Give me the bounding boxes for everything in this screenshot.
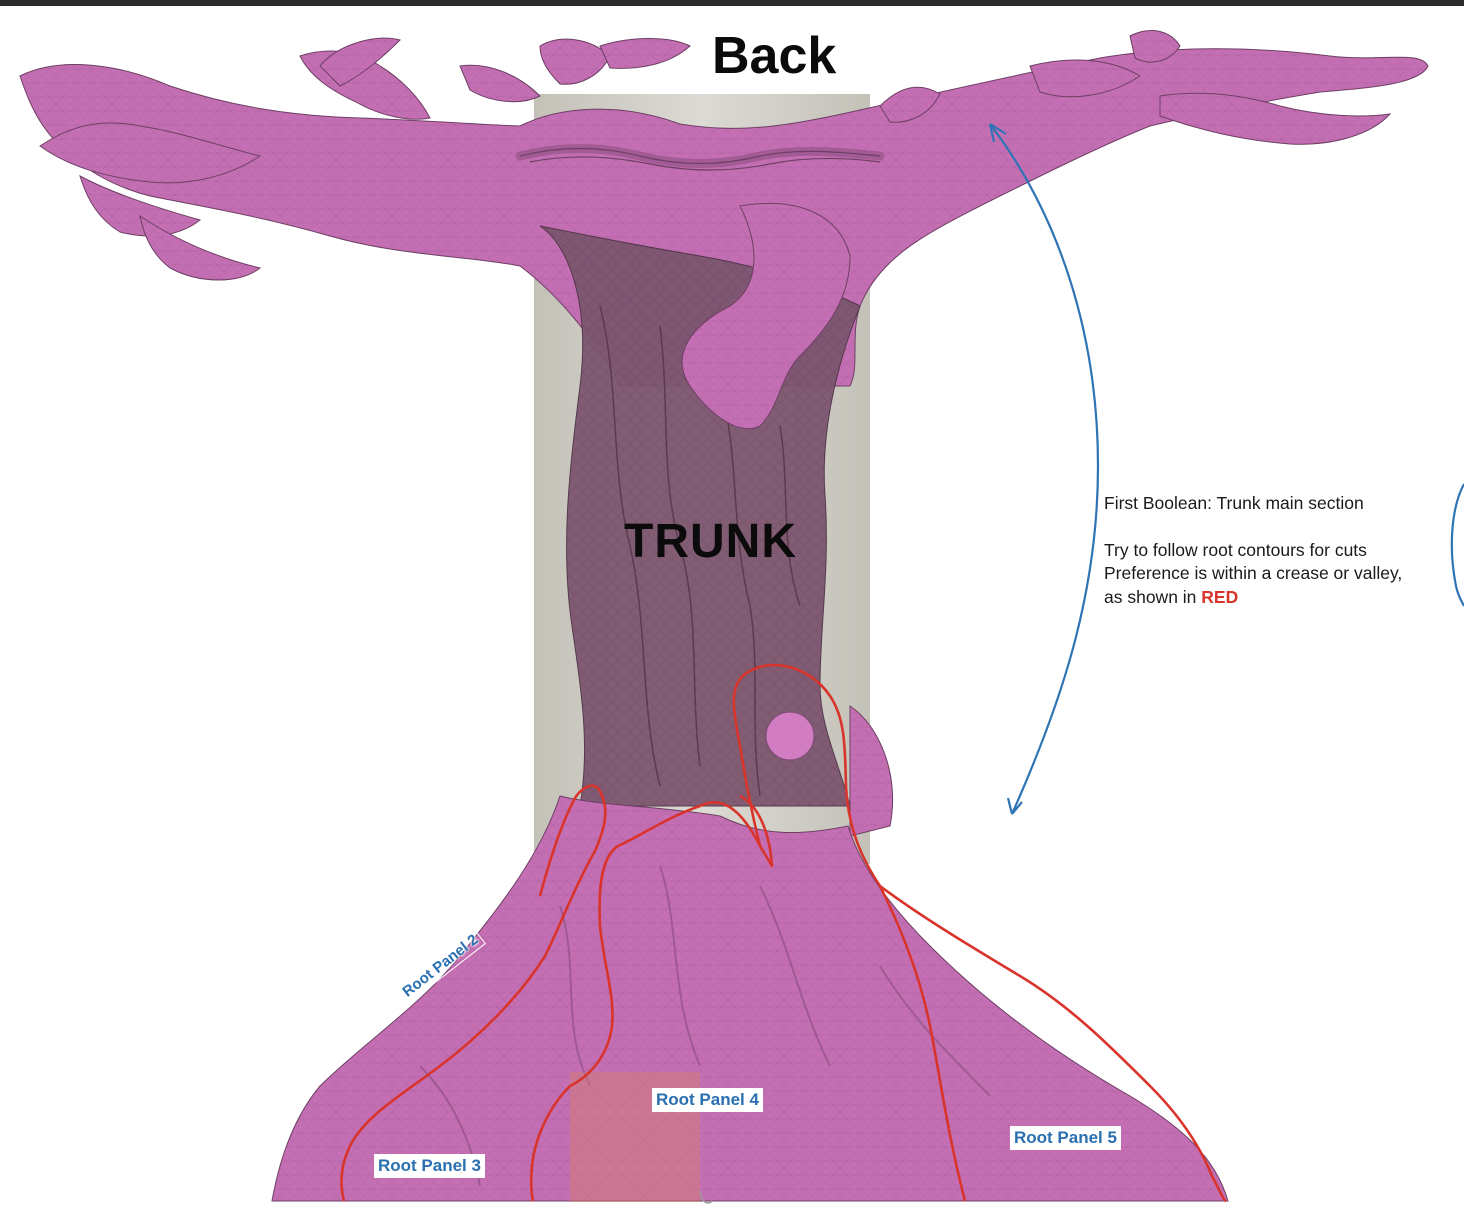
trunk-creases xyxy=(599,305,801,797)
trunk-label: TRUNK xyxy=(624,515,797,568)
cut-line-panel-2 xyxy=(340,787,607,1202)
root-panel-4-label: Root Panel 4 xyxy=(652,1088,763,1112)
blue-curved-arrow xyxy=(988,123,1100,815)
root-panel-3-label: Root Panel 3 xyxy=(374,1154,485,1178)
note-line-1: First Boolean: Trunk main section xyxy=(1104,493,1364,513)
diagram-canvas: Back TRUNK Root Panel 2 Root Panel 3 Roo… xyxy=(0,6,1464,1208)
trunk-branch-loop xyxy=(681,202,851,430)
root-creases xyxy=(419,865,991,1187)
root-panel-5-label: Root Panel 5 xyxy=(1010,1126,1121,1150)
trunk-knob xyxy=(765,711,815,761)
tree-mesh-illustration xyxy=(19,30,1464,1204)
note-line-4-prefix: as shown in xyxy=(1104,586,1202,607)
page-title: Back xyxy=(712,27,837,85)
note-line-2: Try to follow root contours for cuts xyxy=(1104,539,1367,560)
cut-line-panel-5 xyxy=(732,663,967,1202)
blue-arc-partial xyxy=(1450,483,1464,607)
note-line-3: Preference is within a crease or valley, xyxy=(1104,563,1403,583)
cut-line-panel-4 xyxy=(529,794,774,1202)
note-red-highlight: RED xyxy=(1201,586,1239,607)
bottom-hook xyxy=(699,1190,713,1204)
annotation-note: First Boolean: Trunk main section Try to… xyxy=(1104,492,1464,609)
red-cut-lines xyxy=(340,663,1227,1203)
note-line-4: as shown in RED xyxy=(1104,586,1464,610)
branches xyxy=(19,30,1429,387)
root-base xyxy=(271,795,1229,1202)
